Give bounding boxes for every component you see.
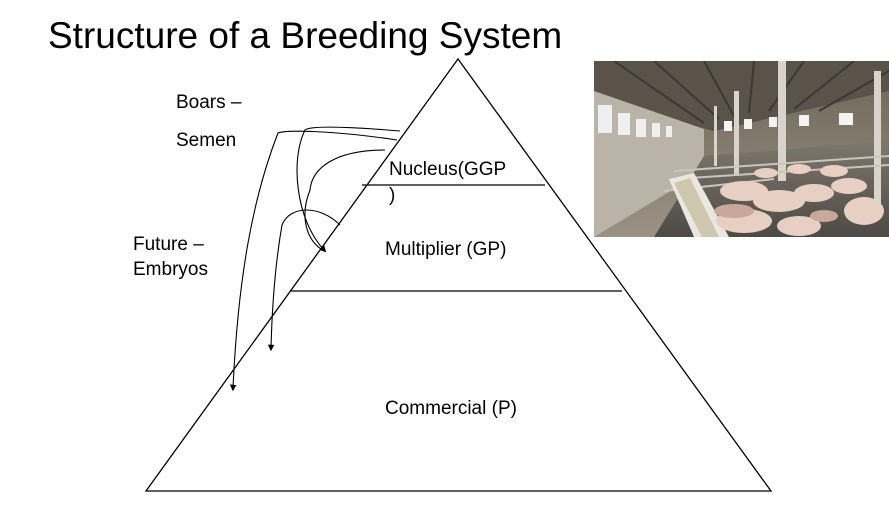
- nucleus-tier-label-cont: ): [389, 185, 396, 206]
- boars-label: Boars –: [176, 92, 242, 113]
- commercial-tier-label: Commercial (P): [385, 398, 517, 419]
- slide-title: Structure of a Breeding System: [48, 15, 563, 56]
- semen-flow-arrow-1: [296, 126, 401, 253]
- semen-flow-arrow-2: [229, 130, 398, 392]
- embryos-label: Embryos: [133, 259, 208, 280]
- pig-barn-image: [594, 61, 889, 237]
- future-label: Future –: [133, 234, 204, 255]
- pig-barn-photo: [594, 61, 889, 237]
- semen-label: Semen: [176, 130, 237, 151]
- embryo-flow-arrow-1: [304, 149, 386, 252]
- embryo-flow-arrow-2: [267, 209, 341, 352]
- multiplier-tier-label: Multiplier (GP): [385, 239, 507, 260]
- pyramid-outline: [144, 57, 773, 492]
- nucleus-tier-label: Nucleus(GGP: [389, 159, 507, 180]
